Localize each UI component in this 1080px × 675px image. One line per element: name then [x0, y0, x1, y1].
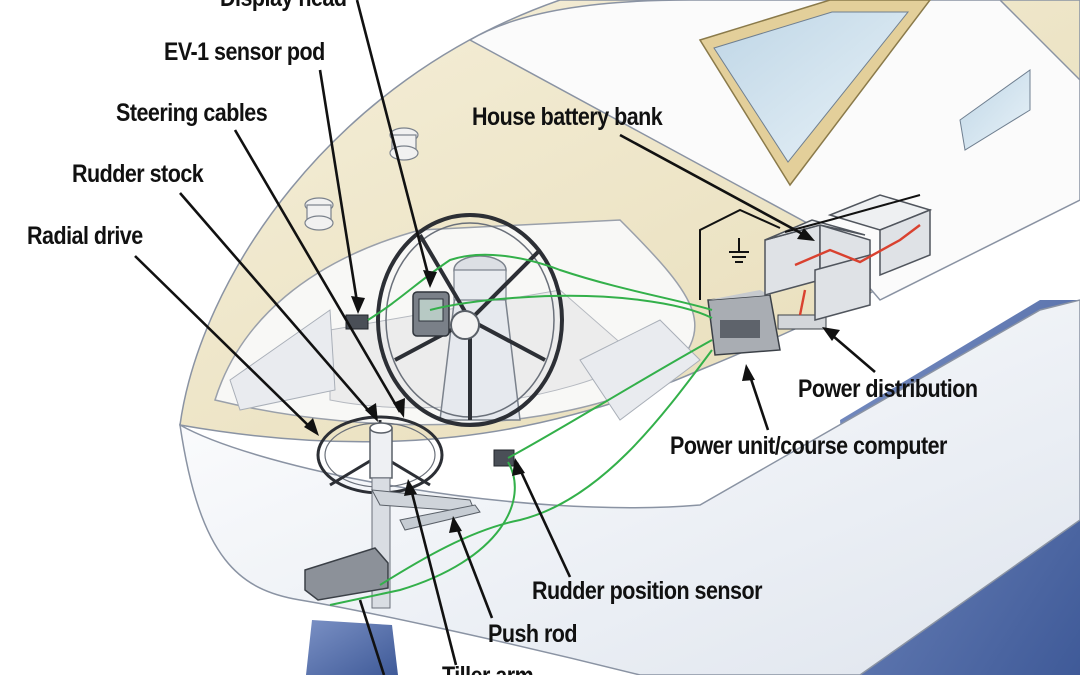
- cabin-window: [959, 69, 1031, 151]
- leader-lines: [134, 0, 876, 675]
- ground-cable: [699, 194, 921, 300]
- callout-power-unit-course-computer: Power unit/course computer: [670, 432, 947, 460]
- drive-unit: [304, 547, 389, 601]
- callout-tiller-arm: Tiller arm: [442, 664, 534, 675]
- callout-rudder-stock: Rudder stock: [72, 160, 204, 188]
- hatch-glass: [713, 11, 910, 163]
- callout-push-rod: Push rod: [488, 620, 578, 648]
- rudder-position-sensor-unit: [493, 449, 515, 467]
- house-batteries: [764, 194, 933, 321]
- callout-power-distribution: Power distribution: [798, 375, 978, 403]
- hull-side: [179, 299, 1080, 675]
- callout-ev1-sensor-pod: EV-1 sensor pod: [164, 38, 325, 66]
- callout-steering-cables: Steering cables: [116, 99, 268, 127]
- cockpit-seat-left: [229, 309, 336, 411]
- rudder-blade: [306, 620, 398, 675]
- power-unit-box: [707, 290, 781, 356]
- callout-radial-drive: Radial drive: [27, 222, 143, 250]
- callout-house-battery-bank: House battery bank: [472, 103, 663, 131]
- data-cables: [329, 253, 713, 606]
- power-distribution-panel: [777, 314, 827, 330]
- steering-wheel: [376, 213, 564, 427]
- leader-arrowheads: [304, 228, 840, 533]
- callout-rudder-position-sensor: Rudder position sensor: [532, 577, 762, 605]
- display-head-unit: [412, 291, 450, 337]
- power-cables: [794, 224, 921, 316]
- callout-display-head: Display head: [220, 0, 347, 11]
